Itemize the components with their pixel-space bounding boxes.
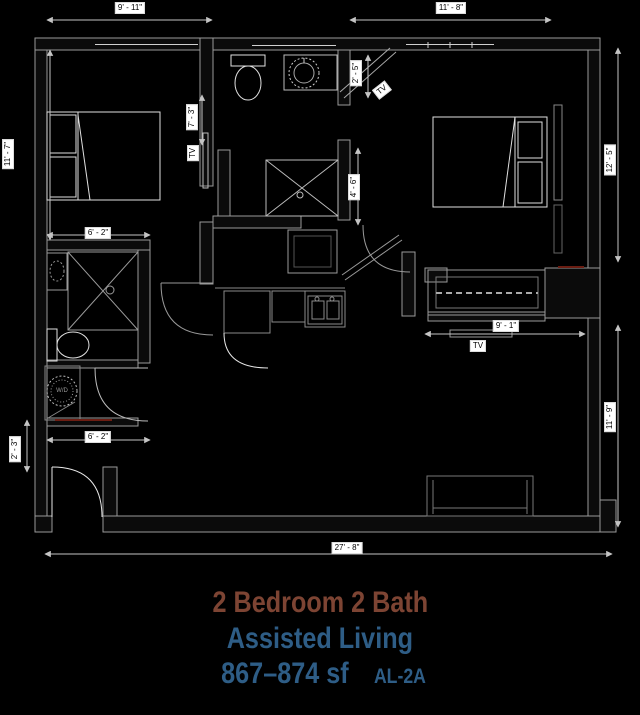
dim-right-lower: 11' - 9" (604, 401, 616, 433)
sheet-fold (77, 114, 91, 201)
dim-bottom: 27' - 8" (331, 542, 363, 554)
sink-counter (304, 290, 346, 328)
vanity-sink-bath2 (283, 54, 338, 91)
wall-bath1-right (137, 249, 151, 364)
wall-bath2-left-lower (217, 149, 231, 217)
kitchen-sink (307, 295, 343, 325)
wall-left (34, 49, 48, 517)
doors (51, 224, 411, 518)
pillow (49, 114, 77, 154)
wall-closet-bottom (427, 311, 546, 322)
unit-code: AL-2A (374, 665, 427, 688)
windows (95, 42, 563, 254)
cabinet (271, 290, 306, 323)
bed-2 (432, 116, 548, 208)
washer-dryer-label: W/D (56, 388, 68, 394)
floor-plan-canvas (23, 16, 622, 558)
threshold-accents (55, 266, 584, 421)
wall-bottom (102, 515, 616, 533)
wall-living-bed2 (401, 251, 416, 317)
dim-left-lower: 2' - 3" (9, 435, 21, 463)
wall-closet-right (544, 267, 601, 319)
bedroom1-door-arc (160, 282, 214, 336)
dim-left-upper: 11' - 7" (2, 138, 14, 170)
dim-hall: 4' - 6" (348, 173, 360, 201)
tv-bracket-bedroom1 (202, 132, 209, 189)
pantry (287, 229, 338, 274)
drain (296, 191, 304, 199)
basin (311, 300, 325, 320)
drain (105, 285, 115, 295)
sheet-fold (502, 116, 516, 208)
toilet-bath2 (230, 54, 266, 101)
entry-door-arc (51, 466, 103, 518)
fridge (223, 290, 271, 334)
dim-top-left: 9' - 11" (114, 2, 146, 14)
wall-bath1-wd (46, 359, 139, 369)
window-east-lower (553, 204, 563, 254)
pillow (517, 121, 543, 159)
bath1-door-arc (94, 367, 149, 422)
dim-tv-nook: 2' - 5" (350, 59, 362, 87)
dim-closet: 9' - 1" (492, 320, 520, 332)
dim-bath1-top: 6' - 2" (84, 227, 112, 239)
sofa (426, 475, 534, 517)
faucet (329, 296, 335, 302)
wall-wd-entry (46, 417, 139, 427)
closet-bedroom2 (427, 269, 546, 316)
wall-bottom-right-notch (599, 499, 617, 533)
wall-hall-upper (199, 221, 214, 285)
tv-label-bedroom1: TV (187, 144, 199, 162)
kitchen (215, 229, 346, 334)
title-line-1-text: 2 Bedroom 2 Bath (212, 586, 428, 619)
title-line-2: Assisted Living (0, 622, 640, 656)
hall-door-arc (223, 332, 269, 369)
title-line-3: 867–874 sf AL-2A (0, 657, 640, 691)
bedroom2-door-arc (362, 224, 411, 273)
shower-bath1 (67, 251, 139, 331)
toilet-bath1 (46, 328, 90, 362)
wall-entry-jamb (102, 466, 118, 517)
shower-bath2 (265, 159, 339, 217)
pillow (49, 156, 77, 198)
title-line-2-text: Assisted Living (226, 622, 414, 655)
window-east-upper (553, 104, 563, 201)
faucet (314, 296, 320, 302)
vanity-bath1 (46, 252, 68, 291)
unit-size: 867–874 sf (221, 657, 349, 690)
pillow (517, 161, 543, 204)
walls (34, 37, 617, 533)
bed-1 (46, 111, 161, 201)
dim-bath2-width: 7' - 3" (186, 103, 198, 131)
dim-bath1-bottom: 6' - 2" (84, 431, 112, 443)
wall-bed1-bath1 (46, 239, 151, 251)
basin (326, 300, 340, 320)
wall-bath2-bed2-upper (337, 49, 351, 106)
dim-top-right: 11' - 8" (435, 2, 467, 14)
wall-top (34, 37, 601, 51)
tv-label-living: TV (469, 340, 487, 352)
title-line-1: 2 Bedroom 2 Bath (0, 586, 640, 620)
wall-bottom-left (34, 515, 53, 533)
dim-right-upper: 12' - 5" (604, 144, 616, 176)
wall-kitchen-top (212, 215, 302, 229)
